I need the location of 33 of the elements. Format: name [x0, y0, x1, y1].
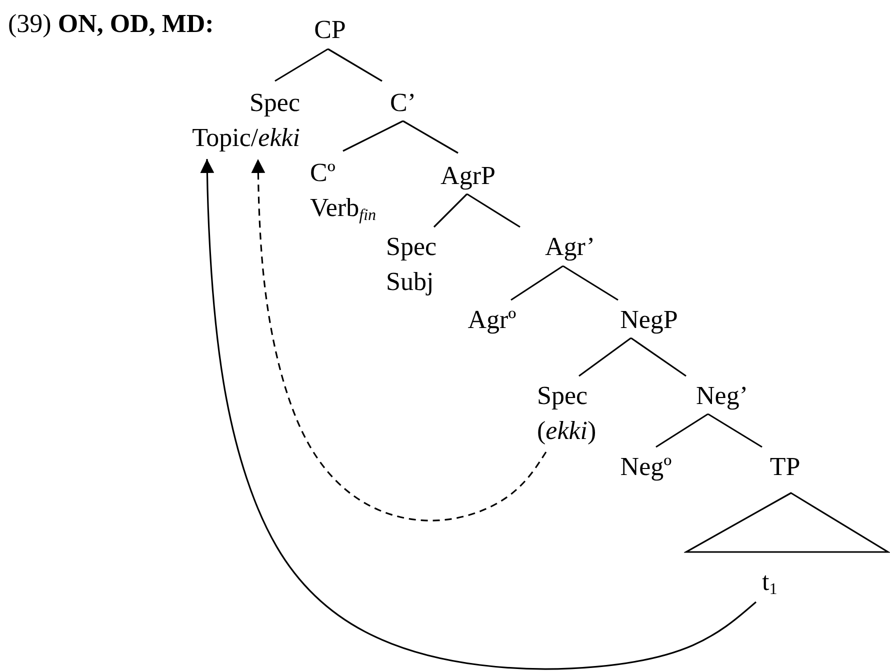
branch-line — [630, 337, 686, 377]
category-label: Agr’ — [544, 231, 596, 263]
movement-arrow — [200, 158, 757, 670]
branch-line — [342, 120, 404, 152]
category-label: C’ — [389, 87, 417, 119]
content-label: Topic/ekki — [191, 122, 300, 154]
branch-line — [708, 413, 762, 448]
content-label: (ekki) — [537, 415, 598, 447]
branch-line — [328, 48, 382, 82]
branch-line — [510, 265, 564, 301]
category-label: Agrº — [466, 304, 518, 336]
branch-line — [578, 337, 632, 377]
category-label: Neg’ — [695, 380, 749, 412]
category-label: Negº — [619, 451, 673, 483]
content-label: Verb$_{fin}$ — [310, 192, 378, 225]
category-label: CP — [313, 14, 347, 46]
branch-line — [656, 413, 708, 448]
content-label: Subj — [386, 266, 435, 298]
branch-line — [466, 193, 520, 228]
category-label: Cº — [310, 157, 336, 189]
category-label: AgrP — [440, 160, 496, 192]
branch-line — [274, 48, 328, 82]
trace-label: t$_{1}$ — [762, 566, 778, 599]
example-heading: (39) ON, OD, MD: — [8, 9, 214, 39]
branch-line — [562, 265, 618, 301]
category-label: TP — [768, 451, 802, 483]
branch-line — [402, 120, 458, 154]
category-label: Spec — [386, 231, 438, 263]
branch-line — [433, 193, 468, 228]
category-label: NegP — [619, 304, 679, 336]
movement-arrow — [251, 158, 547, 522]
category-label: Spec — [248, 87, 300, 119]
category-label: Spec — [537, 380, 589, 412]
